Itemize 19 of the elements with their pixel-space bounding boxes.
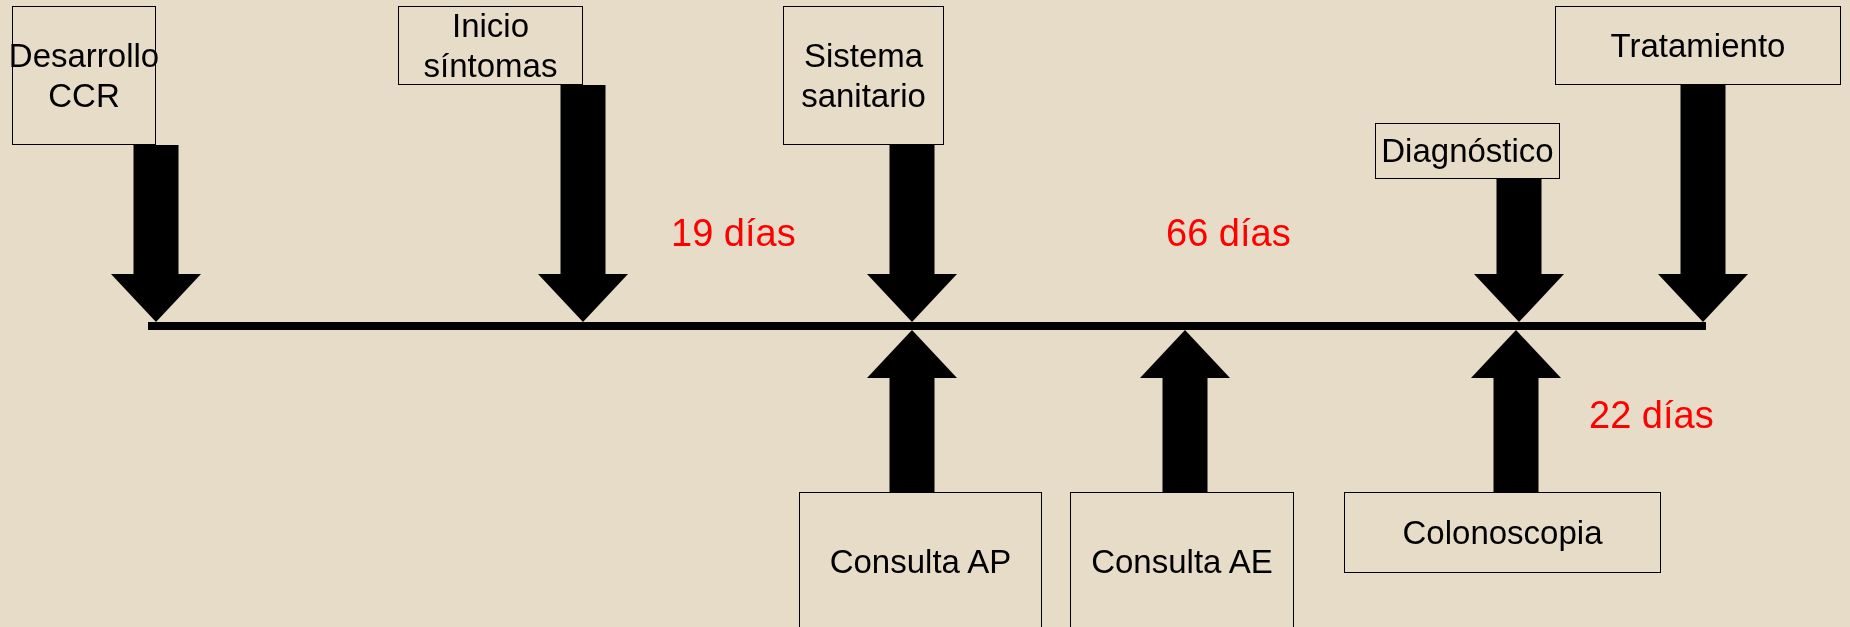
- arrow: [1140, 330, 1230, 492]
- event-box: Sistema sanitario: [783, 6, 944, 145]
- event-box: Tratamiento: [1555, 6, 1841, 85]
- arrow: [867, 330, 957, 492]
- event-box: Colonoscopia: [1344, 492, 1661, 573]
- timeline-bar: [148, 322, 1706, 330]
- duration-label: 66 días: [1166, 211, 1291, 256]
- duration-label: 19 días: [671, 211, 796, 256]
- arrow: [867, 145, 957, 322]
- arrow: [1471, 330, 1561, 492]
- arrow: [1658, 85, 1748, 322]
- arrow: [538, 85, 628, 322]
- arrow: [111, 145, 201, 322]
- arrow: [1474, 179, 1564, 322]
- event-box: Consulta AE: [1070, 492, 1294, 627]
- duration-label: 22 días: [1589, 393, 1714, 438]
- event-box: Consulta AP: [799, 492, 1042, 627]
- event-box: Diagnóstico: [1375, 123, 1560, 179]
- event-box: Inicio síntomas: [398, 6, 583, 85]
